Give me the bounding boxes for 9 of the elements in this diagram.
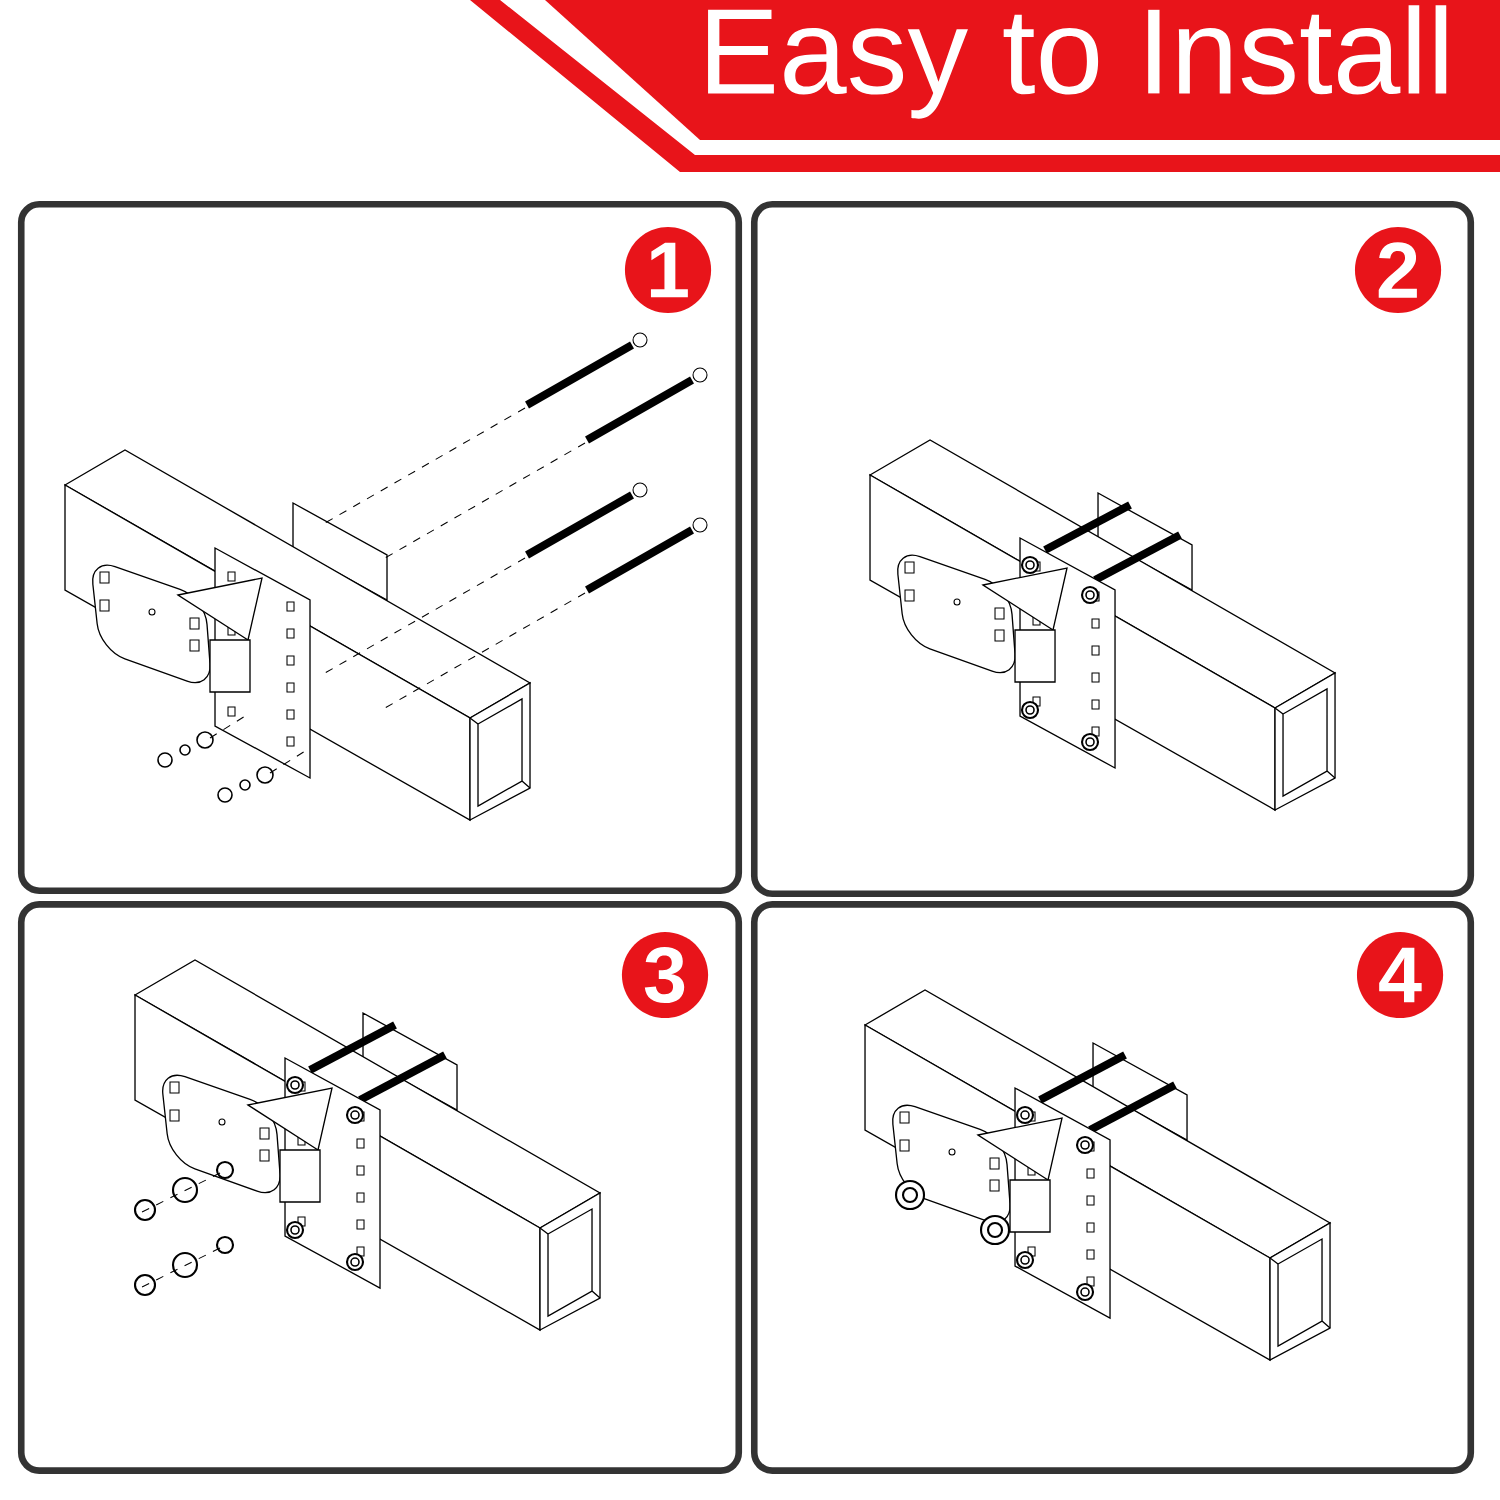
step-panel: [750, 901, 1475, 1474]
step-number-badge: 3: [621, 931, 709, 1019]
step-number-badge: 1: [624, 226, 712, 314]
step-panel: [17, 901, 743, 1474]
step-panel: [750, 200, 1475, 898]
step-number-badge: 2: [1354, 226, 1442, 314]
title: Easy to Install: [708, 5, 1447, 119]
step-panel: [17, 200, 743, 895]
step-number-badge: 4: [1356, 931, 1444, 1019]
